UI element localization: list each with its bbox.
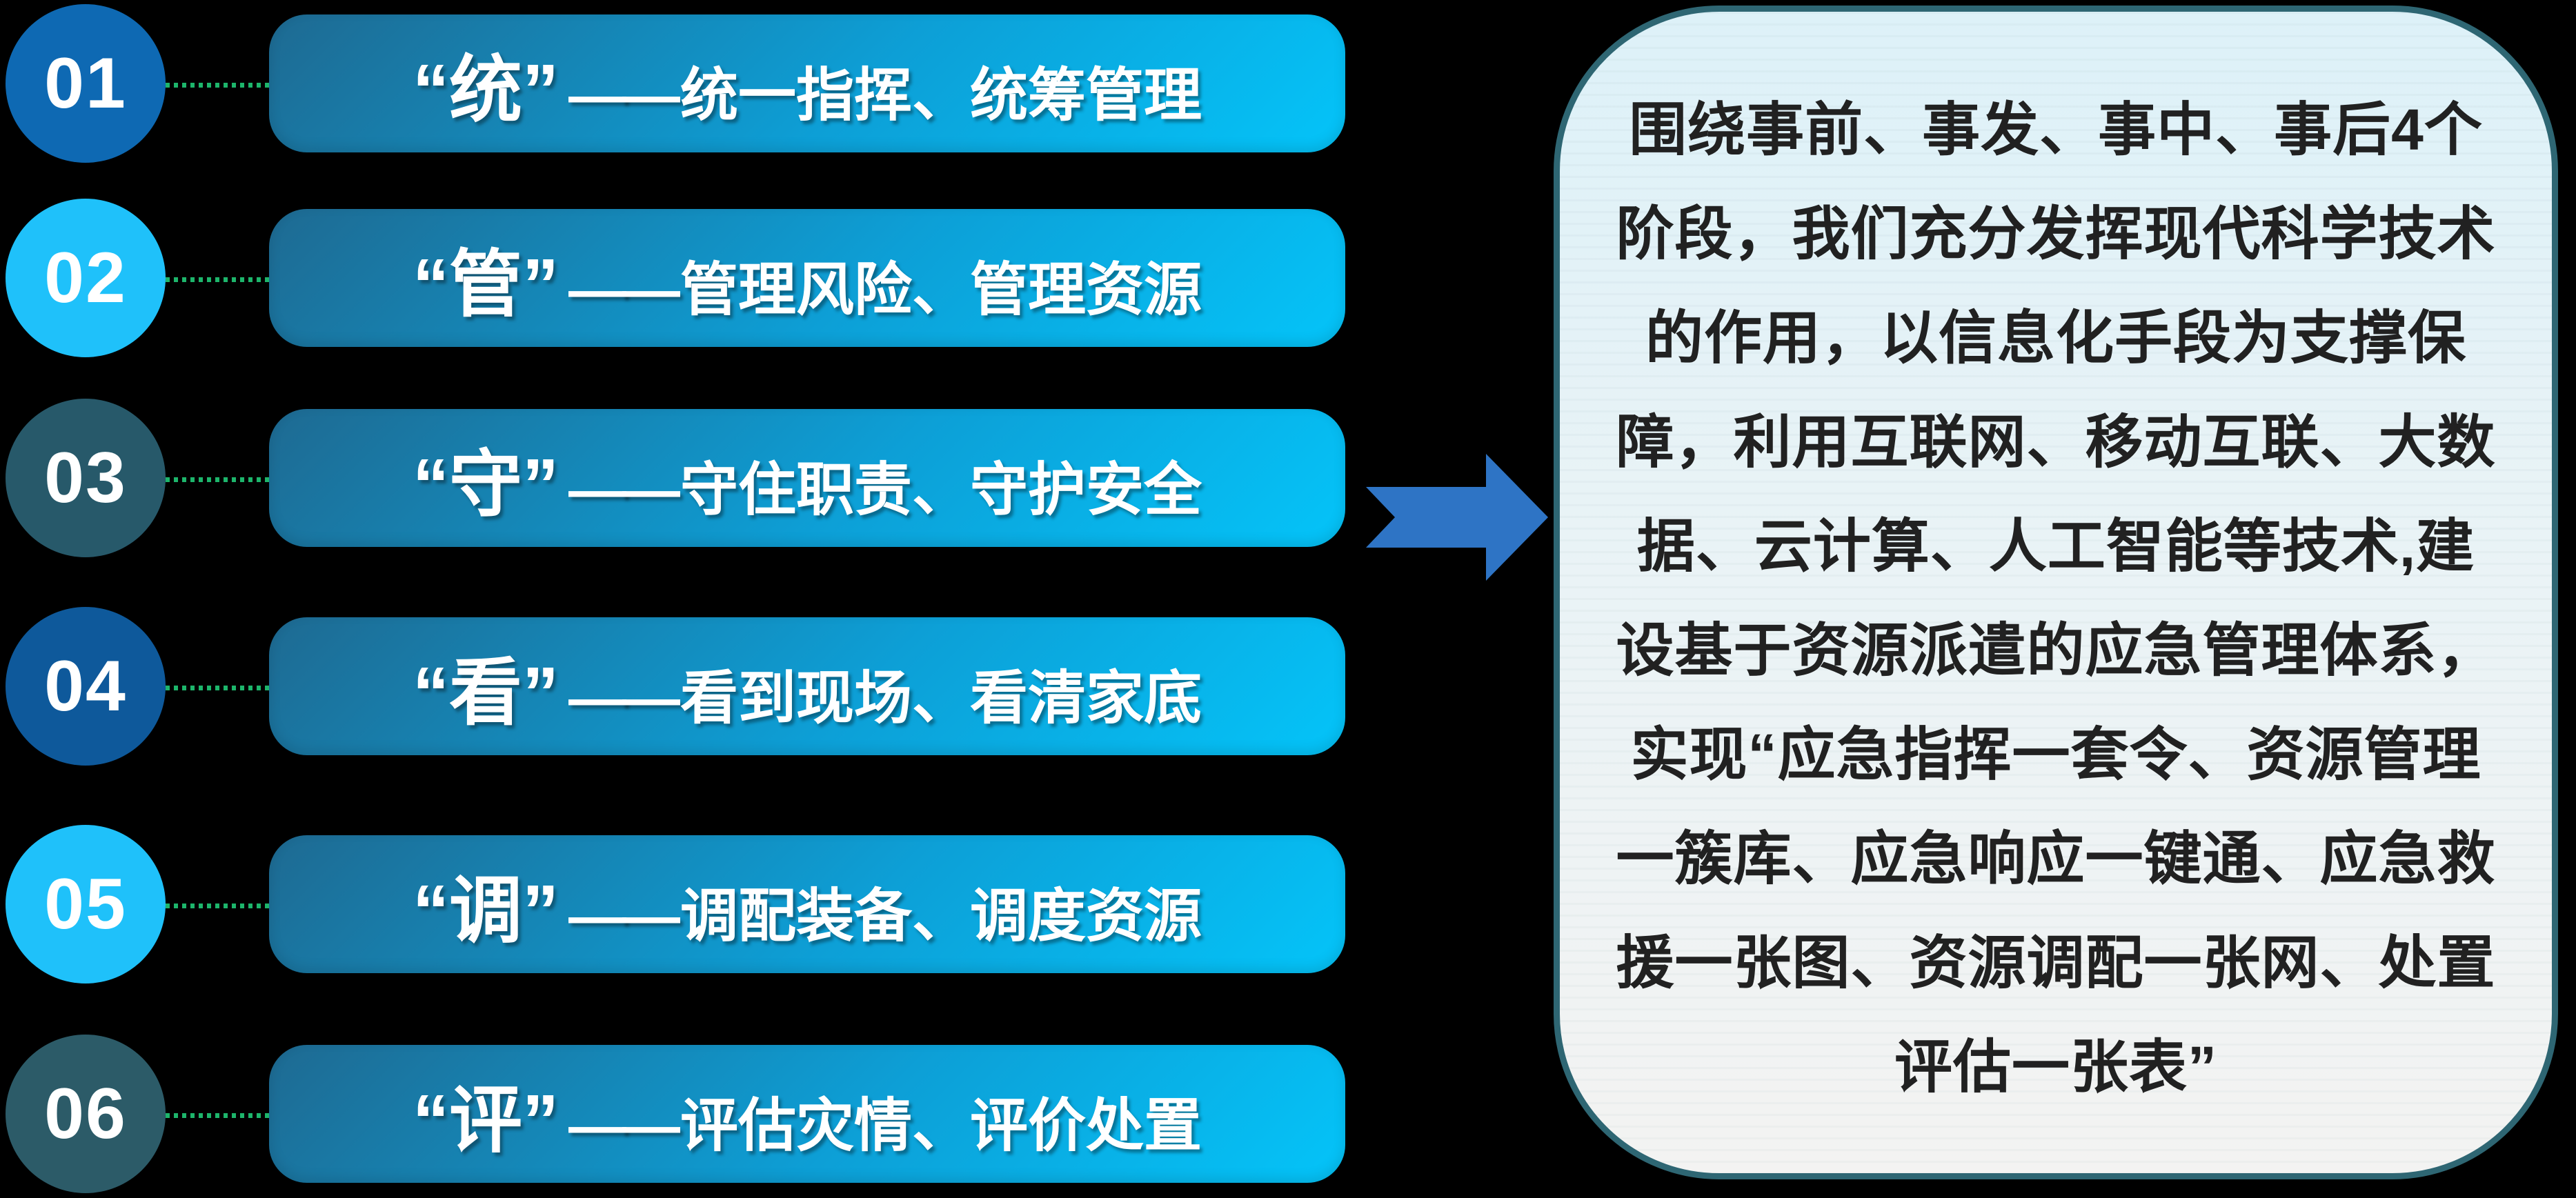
step-dash: ——	[568, 457, 680, 522]
summary-line: 一簇库、应急响应一键通、应急救	[1616, 826, 2496, 891]
step-number-badge-02: 02	[6, 199, 166, 357]
step-number-badge-03: 03	[6, 399, 166, 557]
step-row-02: 02 “管”——管理风险、管理资源	[6, 199, 1345, 357]
step-bar-text: “管”——管理风险、管理资源	[413, 225, 1202, 331]
summary-line: 实现“应急指挥一套令、资源管理	[1630, 722, 2481, 787]
summary-line: 阶段，我们充分发挥现代科学技术	[1616, 201, 2496, 266]
step-dash: ——	[568, 63, 680, 128]
summary-line: 评估一张表”	[1894, 1035, 2217, 1099]
step-keyword: “管”	[412, 244, 559, 326]
step-bar-01: “统”——统一指挥、统筹管理	[269, 14, 1345, 152]
dotted-connector	[166, 82, 269, 88]
step-bar-text: “统”——统一指挥、统筹管理	[413, 30, 1202, 137]
summary-line: 障，利用互联网、移动互联、大数	[1616, 410, 2496, 475]
step-desc: 调配装备、调度资源	[680, 883, 1202, 948]
step-desc: 管理风险、管理资源	[680, 257, 1202, 322]
step-number-badge-01: 01	[6, 4, 166, 163]
step-number: 06	[44, 1073, 127, 1154]
step-bar-text: “看”——看到现场、看清家底	[413, 633, 1202, 739]
dotted-connector	[166, 277, 269, 282]
step-number: 01	[44, 43, 127, 123]
step-number: 05	[44, 863, 127, 944]
dotted-connector	[166, 685, 269, 690]
step-row-03: 03 “守”——守住职责、守护安全	[6, 399, 1345, 557]
step-bar-text: “评”——评估灾情、评价处置	[413, 1061, 1202, 1167]
step-desc: 看到现场、看清家底	[680, 666, 1202, 730]
step-bar-text: “调”——调配装备、调度资源	[413, 851, 1202, 957]
step-bar-03: “守”——守住职责、守护安全	[269, 409, 1345, 547]
step-dash: ——	[568, 883, 680, 948]
step-dash: ——	[568, 1093, 680, 1158]
summary-panel: 围绕事前、事发、事中、事后4个 阶段，我们充分发挥现代科学技术 的作用，以信息化…	[1554, 6, 2558, 1179]
step-keyword: “看”	[412, 652, 559, 734]
step-row-04: 04 “看”——看到现场、看清家底	[6, 607, 1345, 766]
step-number: 02	[44, 237, 127, 318]
summary-line: 围绕事前、事发、事中、事后4个	[1629, 97, 2483, 162]
step-desc: 守住职责、守护安全	[680, 457, 1202, 522]
step-keyword: “守”	[412, 444, 559, 526]
step-bar-06: “评”——评估灾情、评价处置	[269, 1045, 1345, 1183]
step-desc: 评估灾情、评价处置	[680, 1093, 1202, 1158]
step-dash: ——	[568, 666, 680, 730]
step-desc: 统一指挥、统筹管理	[680, 63, 1202, 128]
summary-line: 据、云计算、人工智能等技术,建	[1636, 514, 2475, 579]
summary-line: 设基于资源派遣的应急管理体系，	[1616, 618, 2496, 683]
summary-line: 的作用，以信息化手段为支撑保	[1645, 306, 2466, 370]
step-row-05: 05 “调”——调配装备、调度资源	[6, 825, 1345, 984]
step-keyword: “调”	[412, 870, 559, 952]
step-row-01: 01 “统”——统一指挥、统筹管理	[6, 4, 1345, 163]
dotted-connector	[166, 477, 269, 482]
summary-line: 援一张图、资源调配一张网、处置	[1616, 930, 2496, 995]
step-number: 03	[44, 437, 127, 518]
dotted-connector	[166, 903, 269, 908]
step-bar-text: “守”——守住职责、守护安全	[413, 425, 1202, 531]
step-keyword: “统”	[412, 50, 559, 131]
step-bar-05: “调”——调配装备、调度资源	[269, 835, 1345, 973]
dotted-connector	[166, 1112, 269, 1118]
step-number-badge-05: 05	[6, 825, 166, 984]
step-keyword: “评”	[412, 1080, 559, 1161]
step-number: 04	[44, 646, 127, 726]
step-dash: ——	[568, 257, 680, 322]
right-arrow-icon	[1366, 454, 1548, 581]
step-bar-04: “看”——看到现场、看清家底	[269, 617, 1345, 755]
step-number-badge-06: 06	[6, 1035, 166, 1193]
step-bar-02: “管”——管理风险、管理资源	[269, 209, 1345, 347]
step-number-badge-04: 04	[6, 607, 166, 766]
step-row-06: 06 “评”——评估灾情、评价处置	[6, 1035, 1345, 1193]
